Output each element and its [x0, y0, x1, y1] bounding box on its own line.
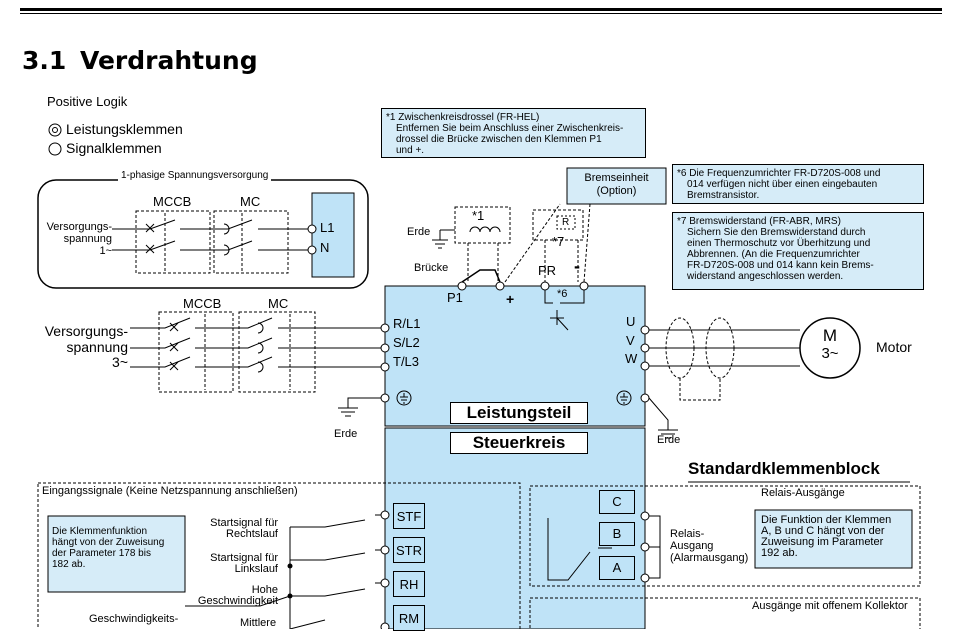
brake-unit-line2: (Option) [596, 185, 637, 197]
legend-power: Leistungsklemmen [66, 121, 183, 137]
three-mc-label: MC [268, 296, 289, 311]
star7-label: *7 [552, 234, 565, 249]
inputs-title: Eingangssignale (Keine Netzspannung ansc… [42, 485, 298, 497]
legend-symbols [48, 123, 62, 156]
terminal-u: U [626, 314, 636, 329]
terminal-l1: L1 [320, 220, 335, 235]
relay-terminal-c: C [599, 490, 635, 514]
label-medium: Mittlere [240, 617, 277, 629]
three-supply-3: 3~ [112, 354, 128, 370]
logic-label: Positive Logik [47, 94, 128, 109]
terminal-v: V [626, 333, 635, 348]
single-phase-title: 1-phasige Spannungsversorgung [118, 170, 272, 181]
resistor-r-label: R [562, 217, 570, 228]
minus-label: - [574, 256, 580, 276]
terminal-stf: STF [393, 503, 425, 529]
single-mc-label: MC [240, 194, 261, 209]
section-number: 3.1 [22, 46, 67, 75]
top-rule [20, 8, 942, 11]
terminal-s-l2: S/L2 [393, 335, 420, 350]
relay-title: Relais-Ausgänge [761, 487, 845, 499]
plus-label: + [506, 291, 515, 307]
three-supply-1: Versorgungs- [44, 323, 128, 339]
single-mccb-label: MCCB [153, 194, 192, 209]
terminal-str: STR [393, 537, 425, 563]
note-brake-resistor: *7 Bremswiderstand (FR-ABR, MRS)Sichern … [672, 212, 924, 290]
terminal-rm: RM [393, 605, 425, 631]
open-collector-title: Ausgänge mit offenem Kollektor [752, 600, 908, 612]
pr-label: PR [538, 263, 557, 278]
relay-terminal-a: A [599, 556, 635, 580]
erde-left: Erde [334, 428, 358, 440]
terminal-w: W [625, 351, 638, 366]
three-supply-2: spannung [66, 339, 128, 355]
motor-3: 3~ [821, 345, 839, 362]
note-reactor: *1 Zwischenkreisdrossel (FR-HEL)Entferne… [381, 108, 646, 158]
power-section-title: Leistungsteil [450, 402, 588, 424]
relay-output-label: Relais-Ausgang(Alarmausgang) [670, 528, 749, 564]
terminal-n: N [320, 240, 330, 255]
star6-label: *6 [557, 288, 568, 300]
terminal-rh: RH [393, 571, 425, 597]
star1-label: *1 [472, 208, 485, 223]
terminal-r-l1: R/L1 [393, 316, 421, 331]
note-brake-transistor: *6 Die Frequenzumrichter FR-D720S-008 un… [672, 164, 924, 204]
bruecke-label: Brücke [414, 262, 449, 274]
label-speed: Geschwindigkeits- [89, 613, 179, 625]
single-supply-3: 1~ [99, 245, 112, 257]
single-supply-1: Versorgungs- [46, 221, 112, 233]
three-mccb-label: MCCB [183, 296, 222, 311]
std-block-title: Standardklemmenblock [688, 459, 880, 478]
section-title: Verdrahtung [80, 46, 258, 75]
motor-m: M [822, 326, 838, 345]
legend-signal: Signalklemmen [66, 140, 162, 156]
motor-label: Motor [876, 339, 912, 355]
erde-top: Erde [407, 226, 431, 238]
erde-right: Erde [657, 434, 681, 446]
p1-label: P1 [447, 290, 463, 305]
single-supply-2: spannung [63, 233, 112, 245]
brake-unit-line1: Bremseinheit [584, 172, 649, 184]
terminal-t-l3: T/L3 [393, 354, 420, 369]
control-section-title: Steuerkreis [450, 432, 588, 454]
top-rule-thin [20, 13, 942, 14]
relay-terminal-b: B [599, 522, 635, 546]
motor-symbol [799, 317, 861, 379]
